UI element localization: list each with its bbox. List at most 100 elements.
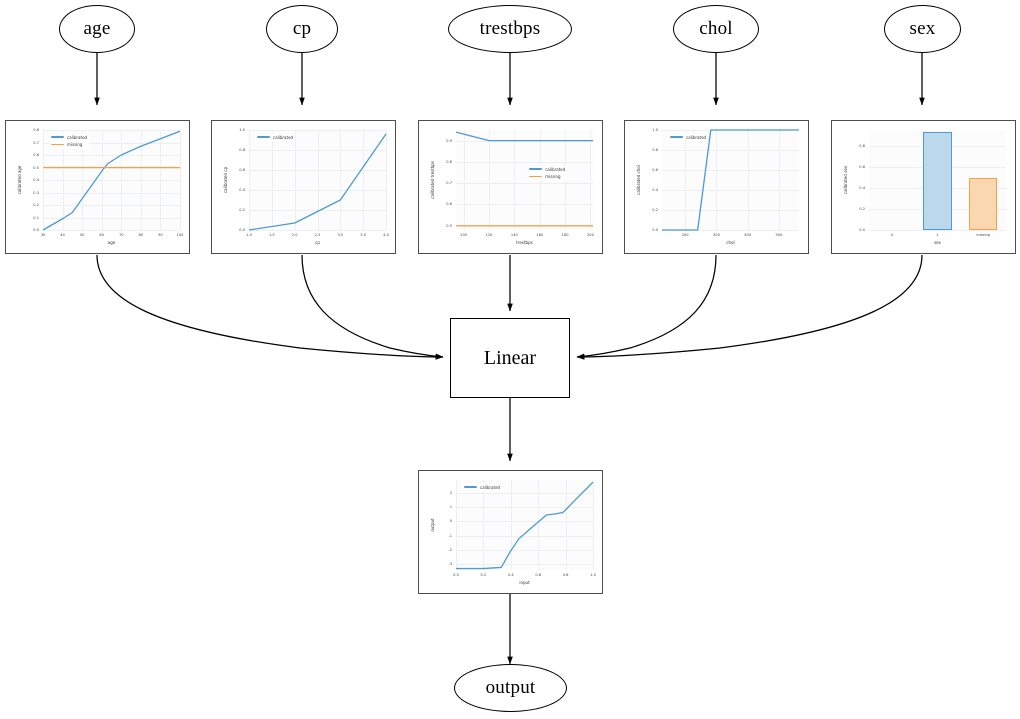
x-tick-label: 1.0	[246, 233, 252, 237]
y-axis-label: calibrated age	[17, 165, 22, 195]
y-tick-label: 0.0	[33, 228, 39, 232]
x-tick-label: 0.0	[453, 573, 459, 577]
x-tick-label: 120	[485, 233, 493, 237]
input-node-age-label: age	[83, 18, 111, 39]
gridline-horizontal	[43, 217, 180, 219]
gridline-horizontal	[456, 492, 593, 494]
gridline-vertical	[510, 480, 512, 570]
gridline-vertical	[716, 130, 718, 230]
x-tick-label: 4.0	[383, 233, 389, 237]
gridline-horizontal	[43, 180, 180, 181]
gridline-horizontal	[456, 204, 593, 206]
output-node[interactable]: output	[454, 664, 567, 712]
series-layer	[455, 131, 593, 227]
y-tick-label: 0.6	[859, 164, 865, 169]
edge-ageplot-to-linear	[96, 254, 444, 360]
input-node-chol[interactable]: chol	[673, 5, 759, 53]
input-node-cp[interactable]: cp	[266, 5, 338, 53]
series-line-calibrated	[456, 481, 594, 570]
gridline-vertical	[483, 480, 485, 570]
x-tick-label: 0.6	[535, 573, 542, 577]
y-tick-label: 0.7	[446, 181, 452, 186]
edge-cholplot-to-linear	[576, 254, 717, 360]
input-node-trestbps[interactable]: trestbps	[448, 5, 572, 53]
x-tick-label: 300	[712, 233, 720, 237]
y-tick-label: 0.0	[239, 228, 245, 232]
x-tick-label: missing	[976, 233, 991, 237]
input-node-trestbps-label: trestbps	[479, 18, 541, 39]
gridline-horizontal	[456, 535, 593, 537]
x-tick-label: 1	[936, 233, 939, 237]
x-tick-label: 100	[176, 233, 184, 237]
legend-swatch	[670, 136, 683, 138]
gridline-vertical	[488, 130, 490, 230]
x-tick-label: 50	[79, 233, 85, 237]
x-axis-label: sex	[934, 240, 941, 245]
input-node-age[interactable]: age	[59, 5, 135, 53]
gridline-horizontal	[662, 170, 799, 171]
gridline-vertical	[685, 130, 687, 230]
x-tick-label: 2.0	[291, 233, 298, 237]
y-tick-label: 0.5	[33, 165, 39, 170]
axes-age	[42, 130, 181, 231]
gridline-vertical	[140, 130, 142, 230]
linear-node[interactable]: Linear	[450, 318, 570, 398]
y-tick-label: 0.6	[33, 153, 39, 157]
x-tick-label: 80	[138, 233, 144, 237]
legend-swatch	[529, 175, 543, 178]
gridline-vertical	[538, 480, 540, 570]
input-node-cp-label: cp	[292, 18, 312, 39]
legend-item: calibrated	[51, 135, 87, 140]
chart-legend: calibrated	[462, 483, 503, 491]
legend-label: calibrated	[545, 166, 566, 172]
x-tick-label: 1.0	[590, 573, 596, 577]
chart-legend: calibrated missing	[527, 165, 568, 181]
legend-label: calibrated	[273, 134, 294, 140]
x-tick-label: 3.0	[337, 233, 344, 237]
gridline-vertical	[778, 130, 780, 230]
legend-item: calibrated	[464, 485, 500, 490]
chart-legend: calibrated	[668, 133, 709, 141]
legend-swatch	[51, 143, 64, 146]
y-tick-label: 0.2	[859, 206, 865, 211]
y-tick-label: -1	[448, 533, 452, 538]
legend-label: calibrated	[67, 134, 88, 140]
x-tick-label: 400	[744, 233, 752, 237]
gridline-horizontal	[43, 155, 180, 156]
y-tick-label: 0.6	[652, 168, 658, 172]
x-tick-label: 40	[60, 233, 65, 237]
x-tick-label: 160	[536, 233, 544, 237]
x-tick-label: 1.5	[268, 233, 275, 237]
legend-item: missing	[529, 174, 565, 179]
x-axis-label: trestbps	[516, 240, 533, 245]
legend-item: calibrated	[529, 167, 565, 172]
y-tick-label: 1.0	[652, 128, 658, 132]
legend-item: calibrated	[257, 135, 293, 140]
gridline-horizontal	[249, 230, 386, 231]
legend-swatch	[464, 486, 477, 488]
axes-chol	[662, 129, 799, 231]
gridline-horizontal	[43, 192, 180, 194]
gridline-horizontal	[456, 521, 593, 523]
axes-background	[456, 130, 593, 230]
y-tick-label: -2	[448, 548, 452, 552]
gridline-vertical	[317, 130, 319, 230]
y-tick-label: 0.2	[652, 208, 658, 212]
x-tick-label: 180	[561, 233, 569, 237]
x-tick-label: 100	[460, 233, 468, 237]
y-tick-label: 0.4	[239, 188, 245, 192]
axes-sex	[869, 130, 1006, 231]
gridline-horizontal	[662, 210, 799, 211]
gridline-horizontal	[43, 205, 180, 206]
input-node-sex[interactable]: sex	[884, 5, 961, 53]
gridline-vertical	[340, 130, 342, 230]
y-tick-label: 2	[449, 490, 452, 495]
legend-swatch	[257, 136, 270, 138]
gridline-vertical	[121, 130, 123, 230]
series-line-calibrated	[248, 133, 387, 231]
gridline-horizontal	[456, 550, 593, 551]
